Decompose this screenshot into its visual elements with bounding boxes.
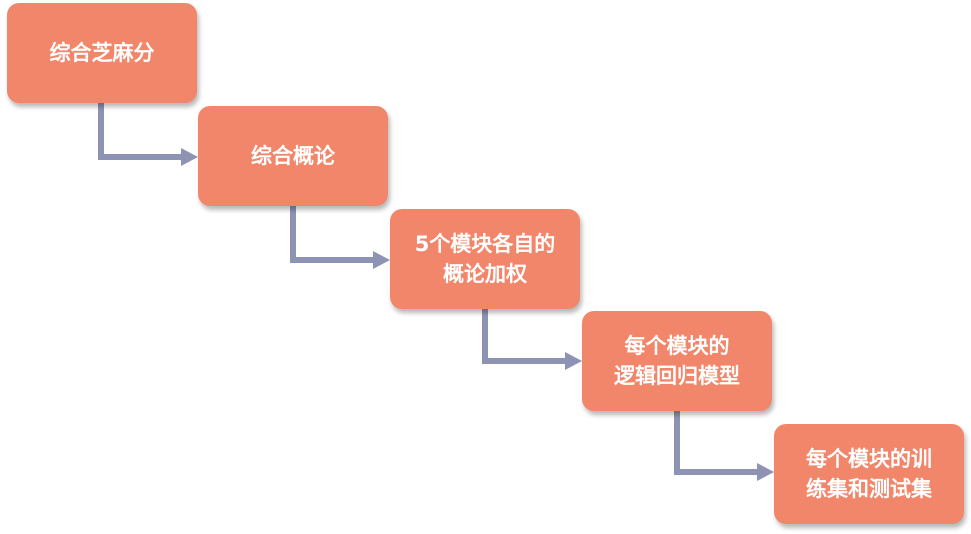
step-5-line-2: 练集和测试集 bbox=[806, 477, 932, 501]
step-4-line-2: 逻辑回归模型 bbox=[614, 364, 740, 388]
step-1-line-1: 综合芝麻分 bbox=[49, 41, 155, 65]
step-2-line-1: 综合概论 bbox=[251, 144, 335, 168]
step-box-4: 每个模块的 逻辑回归模型 bbox=[582, 311, 772, 411]
step-box-2: 综合概论 bbox=[198, 106, 388, 206]
step-4-line-1: 每个模块的 bbox=[624, 334, 730, 358]
connector-2-to-3 bbox=[290, 206, 390, 269]
connector-3-to-4 bbox=[482, 309, 582, 370]
step-3-line-2: 概论加权 bbox=[443, 262, 527, 286]
step-box-1: 综合芝麻分 bbox=[7, 3, 197, 103]
connector-1-to-2 bbox=[98, 103, 198, 166]
step-box-5: 每个模块的训 练集和测试集 bbox=[774, 424, 964, 524]
connector-4-to-5 bbox=[674, 411, 774, 481]
step-box-3: 5个模块各自的 概论加权 bbox=[390, 209, 580, 309]
step-5-line-1: 每个模块的训 bbox=[806, 447, 932, 471]
step-3-line-1: 5个模块各自的 bbox=[414, 232, 556, 256]
